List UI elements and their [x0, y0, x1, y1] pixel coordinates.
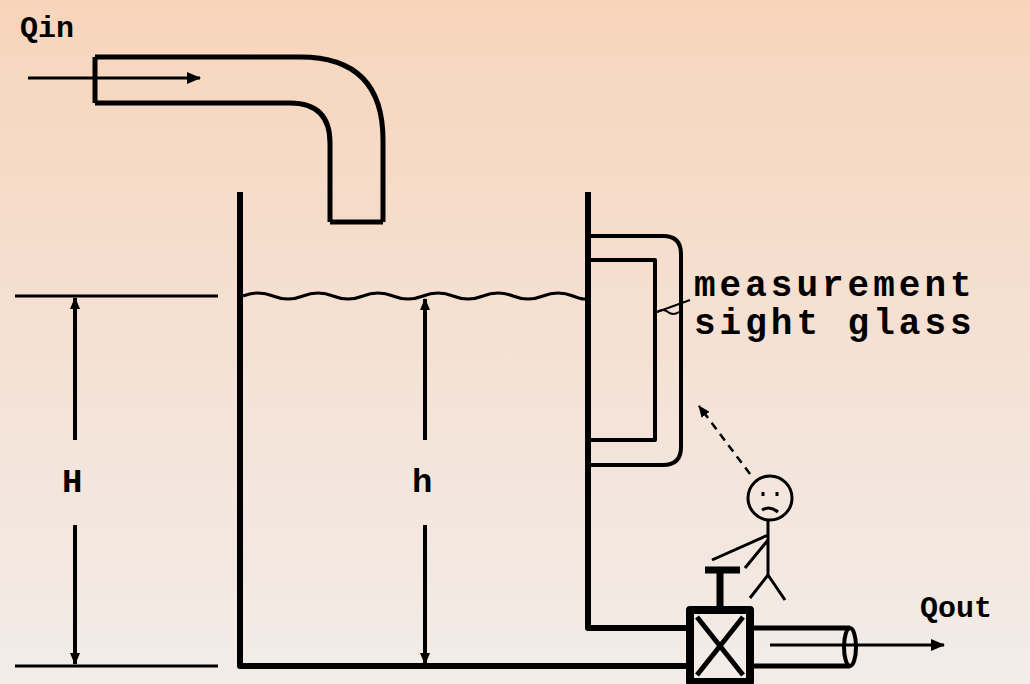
dimension-arrow — [73, 298, 77, 440]
valve-handle — [705, 570, 740, 610]
flow-label: Qin — [20, 14, 74, 44]
water-surface — [243, 293, 588, 299]
sight-glass-label: measurement sight glass — [694, 268, 994, 344]
valve-body — [690, 610, 750, 682]
flow-label: Qout — [920, 594, 992, 624]
tank-wall — [240, 192, 690, 666]
dimension-arrow — [423, 525, 427, 664]
sight-line — [699, 406, 750, 474]
operator-figure — [712, 520, 785, 600]
sight-glass — [590, 236, 681, 465]
operator-figure — [748, 476, 792, 520]
outlet-pipe-end — [844, 628, 856, 666]
dimension-label: h — [412, 466, 432, 500]
dimension-arrow — [423, 299, 427, 440]
tank-wall — [588, 192, 690, 628]
valve-body — [697, 617, 743, 675]
sight-glass — [590, 260, 655, 440]
dimension-line — [15, 296, 218, 666]
leader-line — [657, 300, 690, 312]
flow-arrow — [28, 77, 200, 80]
flow-arrow — [770, 644, 944, 647]
operator-face — [762, 492, 778, 512]
outlet-pipe — [752, 628, 850, 666]
inlet-pipe — [95, 103, 330, 222]
dimension-arrow — [73, 525, 77, 664]
dimension-label: H — [62, 466, 82, 500]
